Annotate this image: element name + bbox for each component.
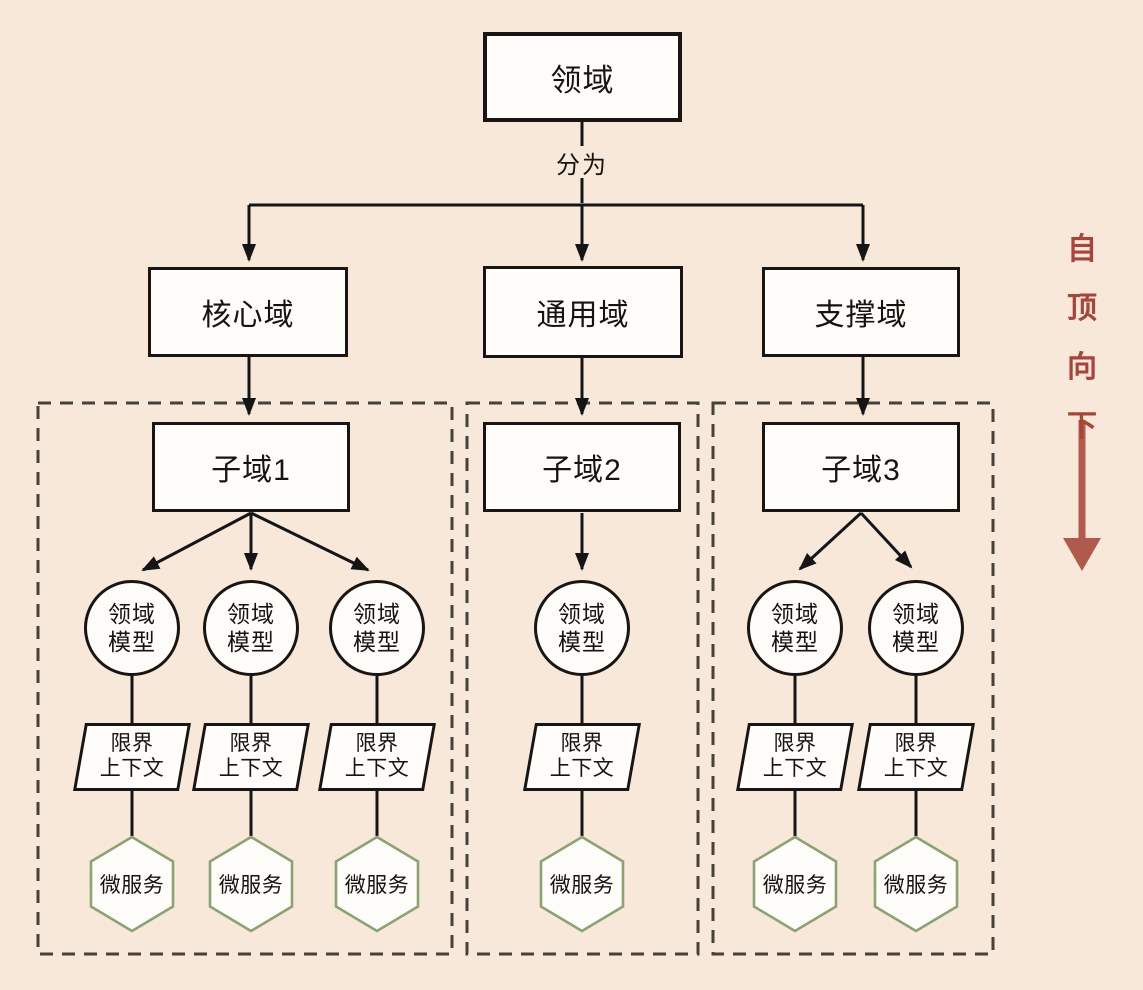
domain-model-label-line2: 模型 <box>108 629 156 655</box>
microservice-node: 微服务 <box>208 835 294 933</box>
hexagon-icon <box>334 835 420 933</box>
domain-model-circle: 领域 模型 <box>868 580 964 676</box>
domain-model-circle: 领域 模型 <box>329 580 425 676</box>
bounded-context-label-line2: 上下文 <box>883 757 949 780</box>
edge-sub1-to-model1 <box>141 511 252 572</box>
subdomain-1-label: 子域1 <box>211 454 291 487</box>
domain-model-circle: 领域 模型 <box>84 580 180 676</box>
domain-model-label-line1: 领域 <box>108 600 156 627</box>
domain-model-circle: 领域 模型 <box>203 580 299 676</box>
top-down-note-char: 向 <box>1067 351 1097 384</box>
bounded-context-label-line2: 上下文 <box>762 757 828 780</box>
bounded-context-node: 限界 上下文 <box>73 723 191 791</box>
domain-model-label-line2: 模型 <box>558 629 606 655</box>
bounded-context-label-line1: 限界 <box>894 732 938 756</box>
bounded-context-node: 限界 上下文 <box>192 723 310 791</box>
hexagon-icon <box>208 835 294 933</box>
domain-model-label-line1: 领域 <box>227 600 275 627</box>
microservice-node: 微服务 <box>89 835 175 933</box>
subdomain-2-node: 子域2 <box>483 422 681 512</box>
edge-sub3-to-model6 <box>859 511 913 569</box>
bounded-context-label-line1: 限界 <box>773 732 817 756</box>
generic-domain-node: 通用域 <box>483 266 683 358</box>
subdomain-1-node: 子域1 <box>152 422 350 512</box>
split-edge-label: 分为 <box>552 146 612 179</box>
domain-model-label-line2: 模型 <box>771 629 819 655</box>
bounded-context-label-line1: 限界 <box>355 732 399 756</box>
bounded-context-node: 限界 上下文 <box>857 723 975 791</box>
domain-model-label-line2: 模型 <box>227 629 275 655</box>
subdomain-2-label: 子域2 <box>542 454 622 487</box>
bounded-context-label-line1: 限界 <box>560 732 604 756</box>
microservice-node: 微服务 <box>752 835 838 933</box>
top-down-note-char: 下 <box>1067 410 1097 443</box>
core-domain-label: 核心域 <box>201 299 295 332</box>
subdomain-3-node: 子域3 <box>762 422 960 512</box>
supporting-domain-node: 支撑域 <box>762 267 960 357</box>
supporting-domain-label: 支撑域 <box>814 299 908 332</box>
bounded-context-label-line2: 上下文 <box>549 757 615 780</box>
bounded-context-label-line2: 上下文 <box>344 757 410 780</box>
top-down-arrow-icon <box>1063 420 1101 571</box>
domain-node: 领域 <box>483 32 682 122</box>
microservice-label: 微服务 <box>549 874 615 897</box>
edges <box>130 122 918 836</box>
domain-model-label-line2: 模型 <box>353 629 401 655</box>
microservice-label: 微服务 <box>344 874 410 897</box>
domain-model-label-line1: 领域 <box>771 600 819 627</box>
core-domain-node: 核心域 <box>148 267 348 357</box>
microservice-node: 微服务 <box>873 835 959 933</box>
microservice-label: 微服务 <box>99 874 165 897</box>
domain-model-label-line2: 模型 <box>892 629 940 655</box>
bounded-context-label-line1: 限界 <box>110 732 154 756</box>
microservice-node: 微服务 <box>539 835 625 933</box>
bounded-context-node: 限界 上下文 <box>318 723 436 791</box>
microservice-label: 微服务 <box>883 874 949 897</box>
microservice-label: 微服务 <box>218 874 284 897</box>
domain-model-label-line1: 领域 <box>892 600 940 627</box>
domain-model-circle: 领域 模型 <box>747 580 843 676</box>
hexagon-icon <box>89 835 175 933</box>
hexagon-icon <box>873 835 959 933</box>
edge-sub1-to-model3 <box>250 511 370 572</box>
bounded-context-label-line1: 限界 <box>229 732 273 756</box>
generic-domain-label: 通用域 <box>536 299 630 332</box>
top-down-note: 自 顶 向 下 <box>1062 224 1102 445</box>
hexagon-icon <box>752 835 838 933</box>
bounded-context-node: 限界 上下文 <box>523 723 641 791</box>
domain-model-circle: 领域 模型 <box>534 580 630 676</box>
subdomain-3-label: 子域3 <box>821 454 901 487</box>
top-down-note-char: 自 <box>1067 233 1097 266</box>
domain-label: 领域 <box>550 62 615 98</box>
top-down-note-char: 顶 <box>1067 292 1097 325</box>
hexagon-icon <box>539 835 625 933</box>
domain-model-label-line1: 领域 <box>558 600 606 627</box>
bounded-context-node: 限界 上下文 <box>736 723 854 791</box>
edge-sub3-to-model5 <box>798 511 863 571</box>
domain-model-label-line1: 领域 <box>353 600 401 627</box>
microservice-label: 微服务 <box>762 874 828 897</box>
microservice-node: 微服务 <box>334 835 420 933</box>
bounded-context-label-line2: 上下文 <box>218 757 284 780</box>
bounded-context-label-line2: 上下文 <box>99 757 165 780</box>
supporting-subdomain-group-border <box>711 401 995 956</box>
